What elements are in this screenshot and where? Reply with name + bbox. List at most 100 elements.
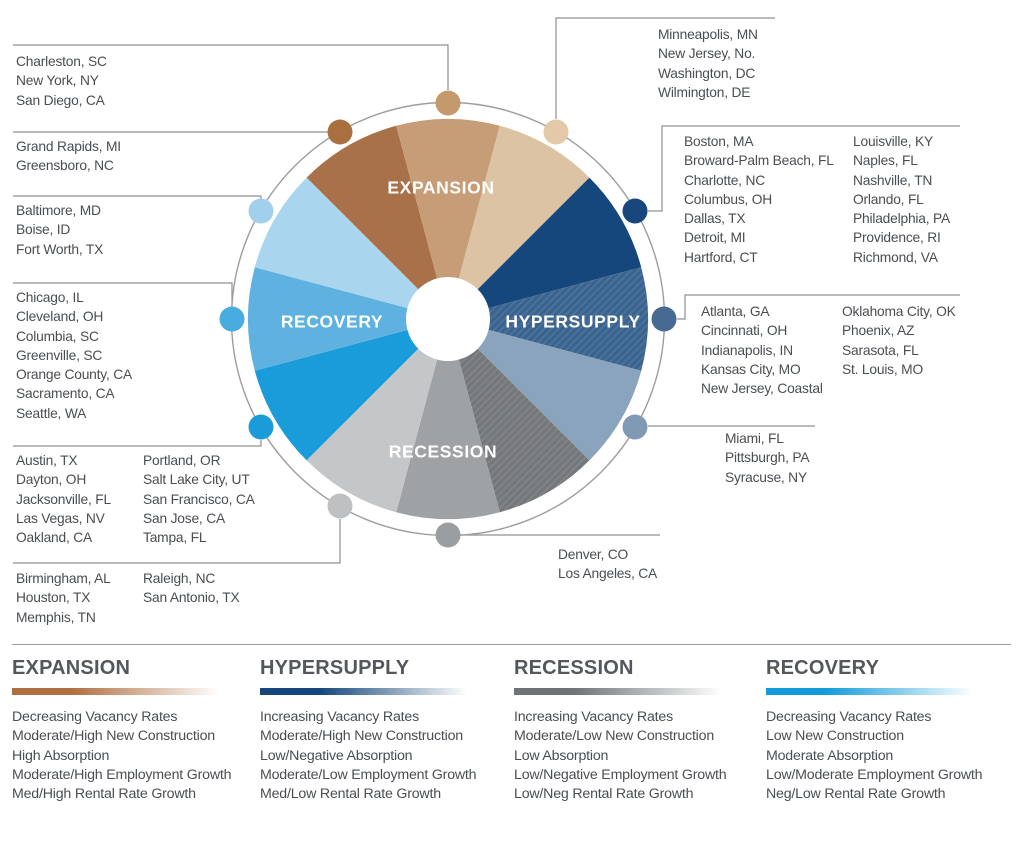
leader-line-minneapolis — [555, 17, 775, 119]
legend-title-expansion: EXPANSION — [12, 657, 131, 679]
city-label: Naples, FL — [853, 153, 918, 169]
city-label: New Jersey, No. — [658, 46, 756, 62]
marker-dots — [219, 90, 677, 548]
leader-line-austin — [13, 440, 262, 447]
city-label: Miami, FL — [725, 431, 784, 446]
segment-hypersupply-mid-hatch — [448, 267, 649, 371]
city-label: Los Angeles, CA — [558, 566, 658, 582]
city-label: Atlanta, GA — [701, 304, 770, 319]
city-label: Jacksonville, FL — [16, 491, 111, 507]
leader-line-boston — [648, 125, 960, 212]
city-label: San Jose, CA — [143, 510, 225, 526]
city-label: Denver, CO — [558, 547, 629, 562]
city-label: Grand Rapids, MI — [16, 139, 121, 154]
city-label: Dayton, OH — [16, 472, 87, 488]
segment-hypersupply-dark — [448, 177, 642, 319]
legend-item: Moderate Absorption — [766, 747, 894, 764]
city-label: Nashville, TN — [853, 172, 933, 188]
city-label: San Antonio, TX — [143, 590, 240, 606]
segment-recession-dark-hatch — [448, 319, 590, 513]
city-label: Salt Lake City, UT — [143, 472, 250, 488]
city-group-austin-col1: Austin, TX Dayton, OH Jacksonville, FL Las … — [16, 451, 111, 547]
legend-item: Low/Negative Employment Growth — [514, 766, 727, 783]
city-label: Syracuse, NY — [725, 469, 807, 485]
city-label: San Diego, CA — [16, 92, 105, 108]
city-label: Minneapolis, MN — [658, 27, 758, 42]
city-label: Indianapolis, IN — [701, 342, 793, 358]
city-label: Louisville, KY — [853, 134, 934, 149]
dot-austin-group — [248, 414, 274, 440]
legend-divider — [12, 644, 1011, 645]
dot-miami-group — [622, 414, 648, 440]
dot-atlanta-group — [651, 306, 677, 332]
city-label: San Francisco, CA — [143, 491, 255, 507]
city-label: Broward-Palm Beach, FL — [684, 153, 834, 169]
city-label: Chicago, IL — [16, 290, 84, 305]
legend-item: High Absorption — [12, 747, 110, 764]
phase-label-recession: RECESSION — [388, 441, 498, 462]
city-label: Sarasota, FL — [842, 342, 919, 358]
phase-label-expansion: EXPANSION — [387, 177, 495, 198]
city-label: Memphis, TN — [16, 609, 96, 625]
legend-gradient-bar-expansion — [12, 688, 226, 695]
city-label: Oakland, CA — [16, 530, 93, 546]
city-label: New York, NY — [16, 73, 99, 89]
legend-item: Increasing Vacancy Rates — [260, 709, 419, 725]
city-label: Sacramento, CA — [16, 386, 115, 402]
city-label: Dallas, TX — [684, 211, 746, 227]
city-label: Fort Worth, TX — [16, 241, 104, 257]
leader-line-atlanta — [677, 294, 960, 320]
legend-item: Moderate/High New Construction — [12, 728, 215, 745]
legend-title-hypersupply: HYPERSUPPLY — [260, 657, 410, 679]
city-label: Houston, TX — [16, 590, 91, 606]
legend-item: Neg/Low Rental Rate Growth — [766, 786, 946, 803]
legend-item: Decreasing Vacancy Rates — [12, 709, 178, 725]
dot-charleston-group — [435, 90, 461, 116]
city-label: Charleston, SC — [16, 54, 107, 69]
phase-label-recovery: RECOVERY — [280, 311, 384, 332]
segment-recession-mid — [396, 319, 500, 520]
city-label: Boston, MA — [684, 134, 754, 149]
city-label: New Jersey, Coastal — [701, 381, 823, 397]
segment-recession-light — [306, 319, 448, 513]
city-label: Cleveland, OH — [16, 309, 104, 325]
city-group-charleston: Charleston, SC New York, NY San Diego, CA — [16, 52, 107, 110]
legend-gradient-bar-recovery — [766, 688, 980, 695]
city-label: Cincinnati, OH — [701, 323, 788, 339]
city-label: Austin, TX — [16, 453, 78, 468]
market-cycle-wheel — [13, 17, 960, 564]
city-label: Las Vegas, NV — [16, 510, 105, 526]
dot-birmingham-group — [327, 493, 353, 519]
leader-line-baltimore — [13, 195, 262, 199]
city-group-denver: Denver, CO Los Angeles, CA — [558, 545, 657, 584]
legend-item: Med/High Rental Rate Growth — [12, 786, 196, 803]
legend-item: Low/Negative Absorption — [260, 747, 413, 764]
wheel-segments — [247, 118, 649, 520]
city-group-grand-rapids: Grand Rapids, MI Greensboro, NC — [16, 137, 121, 176]
city-label: Greensboro, NC — [16, 158, 114, 174]
city-group-atlanta-col1: Atlanta, GA Cincinnati, OH Indianapolis, I… — [701, 302, 823, 398]
city-label: Columbia, SC — [16, 328, 99, 344]
legend-item: Low/Neg Rental Rate Growth — [514, 786, 694, 803]
segment-hypersupply-light — [448, 319, 642, 461]
legend-item: Low New Construction — [766, 728, 904, 745]
city-label: Washington, DC — [658, 65, 756, 81]
segment-recovery-light — [254, 177, 448, 319]
city-label: Orange County, CA — [16, 367, 132, 383]
dot-boston-group — [622, 198, 648, 224]
city-label: Wilmington, DE — [658, 84, 751, 100]
legend-title-recession: RECESSION — [514, 657, 634, 679]
